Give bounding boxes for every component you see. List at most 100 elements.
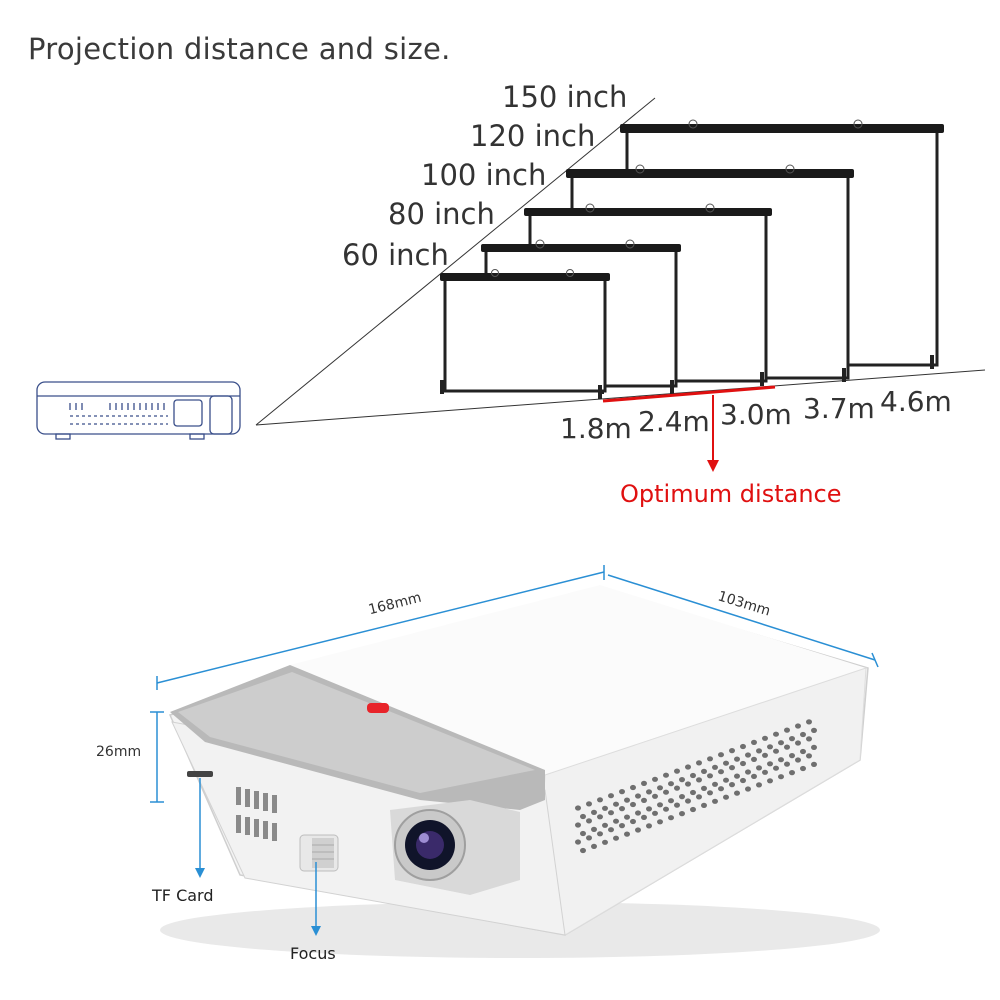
vent-hole [762,752,768,758]
vent-hole [613,835,619,841]
vent-hole [624,797,630,803]
optimum-distance-label: Optimum distance [620,480,842,508]
vent-hole [619,789,625,795]
vent-hole [575,822,581,828]
vent-hole [641,797,647,804]
vent-hole [751,756,757,763]
vent-hole [734,790,740,796]
vent-hole [679,777,685,783]
distance-label: 1.8m [560,412,632,445]
vent-hole [806,719,812,725]
vent-hole [701,802,707,809]
projection-line-top [255,97,656,426]
vent-hole [740,760,746,767]
vent-hole [668,781,674,787]
vent-hole [668,815,674,821]
vent-hole [795,723,801,729]
vent-hole [740,777,746,784]
vent-hole [690,806,696,813]
vent-hole [580,847,586,854]
distance-label: 3.0m [720,398,792,431]
vent-hole [663,789,669,795]
vent-hole [751,773,757,780]
screen-size-label: 80 inch [388,197,495,231]
vent-hole [729,748,735,754]
focus-callout: Focus [290,944,336,963]
vent-hole [608,810,614,816]
vent-hole [608,827,614,833]
vent-hole [602,822,608,828]
vent-hole [580,830,586,837]
projector-outline-icon [36,381,241,440]
vent-hole [800,731,806,738]
vent-hole [734,773,740,779]
vent-hole [597,831,603,837]
page-title: Projection distance and size. [28,32,451,66]
vent-hole [800,765,806,772]
vent-hole [690,772,696,779]
vent-hole [668,798,674,804]
vent-hole [723,794,729,800]
vent-hole [597,814,603,820]
vent-hole [795,757,801,763]
vent-hole [773,731,779,737]
vent-hole [762,735,768,741]
vent-hole [762,769,768,775]
vent-hole [619,823,625,829]
vent-hole [685,781,691,787]
vent-hole [652,810,658,816]
vent-hole [690,789,696,796]
vent-hole [756,748,762,754]
tf-card-slot [187,771,213,777]
screen-size-label: 120 inch [470,119,596,153]
vent-hole [745,769,751,775]
vent-hole [789,770,795,776]
vent-hole [767,761,773,767]
vent-hole [646,806,652,812]
vent-hole [773,748,779,754]
vent-hole [630,818,636,825]
vent-hole [784,744,790,750]
vent-hole [635,810,641,816]
power-button [367,703,389,713]
vent-hole [707,756,713,762]
tf-arrow-head [195,868,205,878]
vent-hole [624,831,630,837]
screen-size-label: 100 inch [421,158,547,192]
vent-hole [696,760,702,766]
vent-hole [646,823,652,829]
vent-hole [701,785,707,792]
vent-hole [795,740,801,746]
vent-hole [707,790,713,796]
vent-hole [608,793,614,799]
vent-hole [806,736,812,742]
vent-hole [613,818,619,824]
vent-hole [811,744,817,751]
vent-hole [679,794,685,800]
vent-hole [679,811,685,817]
vent-hole [756,765,762,771]
vent-hole [778,757,784,763]
vent-hole [778,774,784,780]
vent-hole [773,765,779,771]
screen-size-label: 60 inch [342,238,449,272]
vent-hole [745,752,751,758]
vent-hole [723,760,729,766]
vent-hole [784,761,790,767]
vent-hole [696,794,702,800]
vent-hole [767,744,773,750]
vent-hole [784,727,790,733]
vent-hole [811,761,817,768]
vent-hole [718,786,724,792]
vent-hole [685,764,691,770]
vent-hole [657,802,663,808]
vent-hole [602,805,608,811]
vent-hole [685,798,691,804]
vent-hole [591,809,597,816]
vent-hole [800,748,806,755]
mini-projector-illustration [160,585,880,958]
vent-hole [624,814,630,820]
vent-hole [591,843,597,850]
distance-label: 4.6m [880,385,952,418]
